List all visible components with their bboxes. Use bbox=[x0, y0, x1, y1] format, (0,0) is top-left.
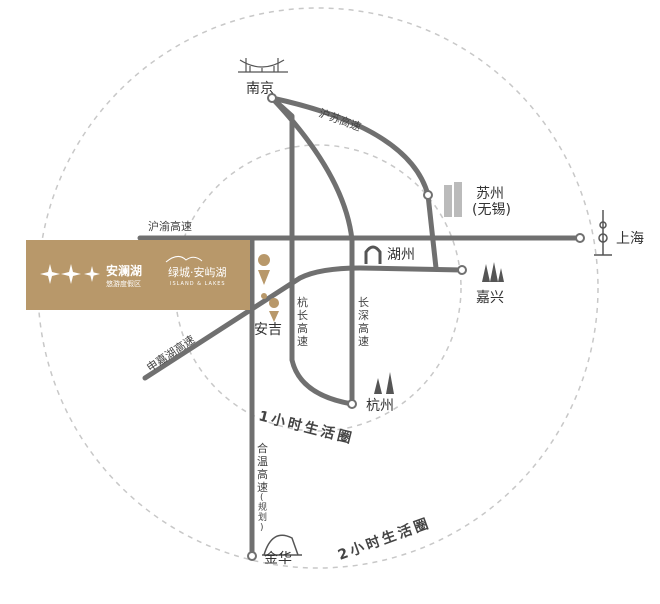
city-jiaxing: 嘉兴 bbox=[476, 290, 504, 306]
road-label-he-wen: 合 温 高 速 bbox=[257, 441, 268, 494]
node-hangzhou bbox=[347, 399, 357, 409]
city-nanjing: 南京 bbox=[246, 81, 274, 97]
brand-banner: 安澜湖 悠游度假区 绿城·安屿湖 ISLAND & LAKES bbox=[26, 240, 250, 310]
city-wuxi: (无锡) bbox=[472, 202, 511, 218]
city-suzhou: 苏州 bbox=[476, 186, 504, 202]
tv-tower-icon bbox=[594, 210, 612, 256]
node-nanjing bbox=[267, 93, 277, 103]
svg-text:速: 速 bbox=[257, 481, 268, 494]
road-label-hang-chang: 杭 长 高 速 bbox=[297, 295, 308, 348]
road-hang-chang bbox=[269, 95, 355, 407]
road-label-he-wen-note: ( 规 划 ) bbox=[258, 493, 267, 533]
svg-text:长: 长 bbox=[297, 309, 308, 322]
garden-icon bbox=[262, 534, 302, 556]
brand-anlanhu: 安澜湖 悠游度假区 bbox=[40, 252, 160, 298]
road-hu-ning bbox=[269, 95, 439, 271]
city-huzhou: 湖州 bbox=[387, 247, 415, 263]
svg-text:长: 长 bbox=[358, 296, 369, 309]
bridge-icon bbox=[238, 58, 288, 73]
svg-text:高: 高 bbox=[358, 321, 369, 335]
svg-text:合: 合 bbox=[257, 441, 268, 455]
pagoda-icon bbox=[374, 372, 394, 394]
arch-bridge-icon bbox=[364, 245, 382, 264]
two-hour-ring bbox=[37, 7, 599, 569]
building-icon bbox=[444, 182, 462, 217]
forest-icon bbox=[482, 262, 504, 282]
road-chang-shen bbox=[269, 95, 355, 407]
city-shanghai: 上海 bbox=[616, 231, 644, 247]
ring-label-two-hour: 2小时生活圈 bbox=[336, 514, 434, 563]
svg-text:): ) bbox=[260, 523, 264, 533]
location-pin-icon bbox=[258, 254, 280, 322]
brand-name-b: 绿城·安屿湖 bbox=[168, 266, 227, 279]
node-shanghai bbox=[575, 233, 585, 243]
road-label-hu-yu: 沪渝高速 bbox=[148, 219, 192, 233]
svg-text:高: 高 bbox=[257, 467, 268, 481]
svg-text:规: 规 bbox=[258, 502, 267, 513]
svg-text:速: 速 bbox=[297, 335, 308, 348]
ring-label-one-hour: 1小时生活圈 bbox=[257, 407, 356, 447]
brand-name-a: 安澜湖 bbox=[106, 264, 143, 278]
svg-text:深: 深 bbox=[358, 309, 369, 322]
mountain-logo-icon bbox=[165, 256, 203, 263]
city-anji: 安吉 bbox=[254, 322, 282, 338]
city-jinhua: 金华 bbox=[264, 551, 292, 567]
brand-sub-a: 悠游度假区 bbox=[106, 280, 141, 288]
svg-text:划: 划 bbox=[258, 511, 267, 523]
road-label-shen-jia-hu: 申嘉湖高速 bbox=[144, 332, 197, 374]
sparkle-icon bbox=[40, 264, 100, 284]
svg-text:高: 高 bbox=[297, 321, 308, 335]
road-label-hu-ning: 沪苏高速 bbox=[317, 106, 363, 134]
svg-text:温: 温 bbox=[257, 455, 268, 468]
road-shen-jia-hu bbox=[142, 265, 465, 381]
svg-text:杭: 杭 bbox=[297, 295, 308, 309]
node-suzhou bbox=[423, 190, 433, 200]
one-hour-ring bbox=[174, 144, 462, 432]
svg-text:速: 速 bbox=[358, 335, 369, 348]
brand-sub-b: ISLAND & LAKES bbox=[170, 281, 226, 287]
brand-anyuhu: 绿城·安屿湖 ISLAND & LAKES bbox=[164, 252, 250, 298]
svg-text:(: ( bbox=[260, 493, 264, 503]
city-hangzhou: 杭州 bbox=[366, 398, 394, 414]
node-jinhua bbox=[247, 551, 257, 561]
road-label-chang-shen: 长 深 高 速 bbox=[358, 296, 369, 348]
node-jiaxing bbox=[457, 265, 467, 275]
